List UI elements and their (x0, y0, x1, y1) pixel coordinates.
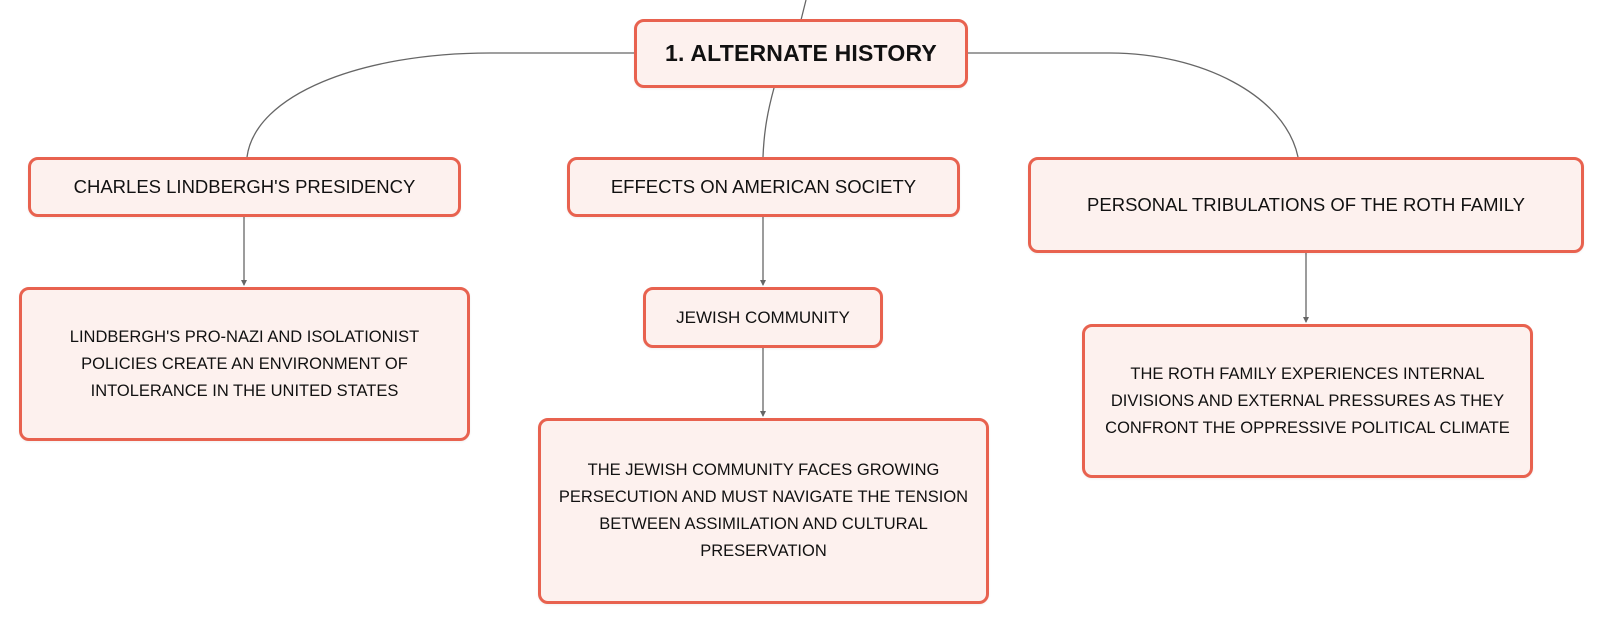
node-effects-on-american-society[interactable]: EFFECTS ON AMERICAN SOCIETY (567, 157, 960, 217)
connector-root-to-presidency (246, 52, 634, 158)
node-jewish-community[interactable]: JEWISH COMMUNITY (643, 287, 883, 348)
node-effects-on-american-society-label: EFFECTS ON AMERICAN SOCIETY (610, 176, 917, 197)
node-lindbergh-policies[interactable]: LINDBERGH'S PRO-NAZI AND ISOLATIONIST PO… (19, 287, 470, 441)
node-jewish-community-label: JEWISH COMMUNITY (676, 307, 850, 327)
node-roth-family-tribulations-label: PERSONAL TRIBULATIONS OF THE ROTH FAMILY (1087, 194, 1525, 215)
connector-root-to-roth-family (968, 52, 1299, 158)
node-roth-family-tribulations[interactable]: PERSONAL TRIBULATIONS OF THE ROTH FAMILY (1028, 157, 1584, 253)
connector-root-to-effects (762, 87, 775, 158)
node-jewish-community-persecution[interactable]: THE JEWISH COMMUNITY FACES GROWING PERSE… (538, 418, 989, 604)
connector-parent-to-root (800, 0, 807, 21)
node-lindbergh-presidency[interactable]: CHARLES LINDBERGH'S PRESIDENCY (28, 157, 461, 217)
root-node[interactable]: 1. ALTERNATE HISTORY (634, 19, 968, 88)
root-node-label: 1. ALTERNATE HISTORY (665, 40, 937, 66)
node-lindbergh-policies-label: LINDBERGH'S PRO-NAZI AND ISOLATIONIST PO… (69, 327, 420, 400)
node-roth-family-divisions-label: THE ROTH FAMILY EXPERIENCES INTERNAL DIV… (1105, 364, 1510, 437)
node-roth-family-divisions[interactable]: THE ROTH FAMILY EXPERIENCES INTERNAL DIV… (1082, 324, 1533, 478)
node-jewish-community-persecution-label: THE JEWISH COMMUNITY FACES GROWING PERSE… (558, 461, 969, 560)
node-lindbergh-presidency-label: CHARLES LINDBERGH'S PRESIDENCY (73, 176, 416, 197)
